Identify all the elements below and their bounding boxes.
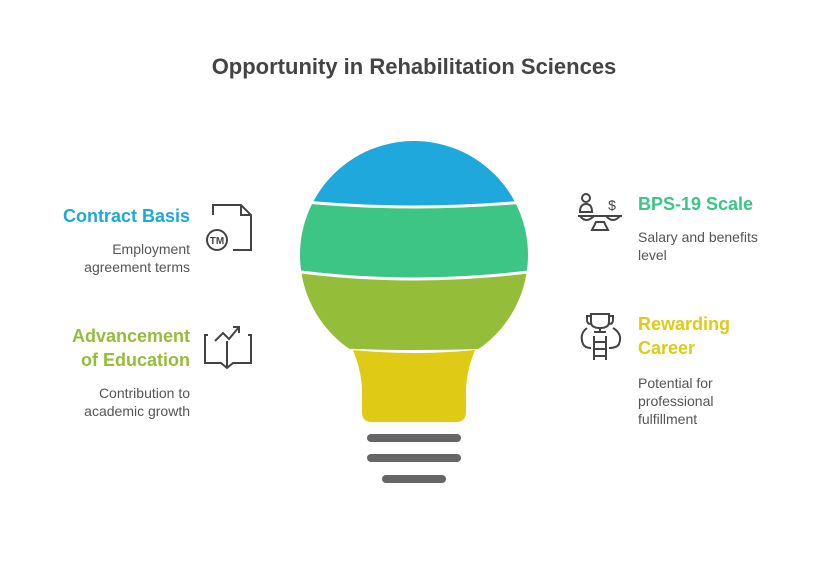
- salary-scale-icon: $: [578, 193, 622, 231]
- contract-basis-heading: Contract Basis: [62, 206, 190, 226]
- description-line: Employment: [112, 241, 190, 257]
- svg-text:TM: TM: [210, 236, 224, 247]
- description-line: Salary and benefits: [638, 229, 758, 245]
- description-line: academic growth: [84, 403, 190, 419]
- description-line: agreement terms: [84, 259, 190, 275]
- trophy-ladder-icon: [580, 313, 622, 360]
- bulb-segment-blue: [300, 141, 528, 206]
- bps-scale-description: Salary and benefits level: [638, 228, 818, 264]
- bps-scale-heading: BPS-19 Scale: [638, 194, 754, 214]
- description-line: professional: [638, 393, 714, 409]
- description-line: Potential for: [638, 375, 713, 391]
- diagram-title: Opportunity in Rehabilitation Sciences: [211, 54, 617, 79]
- bulb-segment-green: [300, 202, 528, 278]
- growth-book-icon: [204, 326, 252, 370]
- advancement-description: Contribution to academic growth: [20, 384, 190, 420]
- bulb-segment-yellow: [353, 350, 475, 422]
- contract-basis-description: Employment agreement terms: [20, 240, 190, 276]
- rewarding-career-description: Potential for professional fulfillment: [638, 374, 818, 428]
- heading-line: Rewarding: [638, 314, 731, 334]
- heading-line: Advancement: [71, 326, 190, 346]
- svg-text:$: $: [608, 197, 616, 213]
- rewarding-career-heading: Rewarding Career: [638, 312, 818, 360]
- heading-line: Career: [638, 338, 696, 358]
- bulb-segment-olive: [300, 272, 528, 350]
- description-line: Contribution to: [98, 385, 190, 401]
- trademark-document-icon: TM: [206, 204, 252, 251]
- description-line: level: [638, 247, 667, 263]
- advancement-heading: Advancement of Education: [20, 324, 190, 372]
- description-line: fulfillment: [638, 411, 698, 427]
- heading-line: of Education: [81, 350, 190, 370]
